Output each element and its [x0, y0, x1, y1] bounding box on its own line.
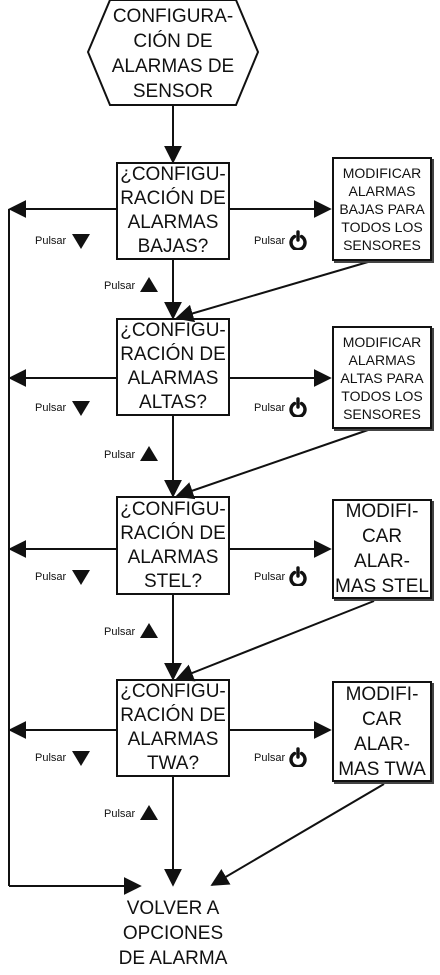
press-label: Pulsar: [35, 571, 67, 583]
up-triangle-icon: [140, 446, 158, 461]
return-action-2: [175, 429, 369, 500]
down-triangle-icon: [72, 751, 90, 766]
action-bajas: MODIFICAR ALARMAS BAJAS PARA TODOS LOS S…: [332, 157, 432, 261]
decision-bajas: ¿CONFIGU- RACIÓN DE ALARMAS BAJAS?: [116, 162, 230, 260]
power-icon: [289, 566, 307, 586]
start-node: CONFIGURA- CIÓN DE ALARMAS DE SENSOR: [111, 6, 235, 102]
decision-stel: ¿CONFIGU- RACIÓN DE ALARMAS STEL?: [116, 496, 230, 595]
decision-twa: ¿CONFIGU- RACIÓN DE ALARMAS TWA?: [116, 679, 230, 777]
up-triangle-icon: [140, 623, 158, 638]
press-label: Pulsar: [104, 280, 136, 292]
press-label: Pulsar: [254, 235, 286, 247]
press-label: Pulsar: [104, 808, 136, 820]
start-hexagon: [86, 0, 260, 106]
press-label: Pulsar: [254, 402, 286, 414]
press-label: Pulsar: [104, 449, 136, 461]
up-triangle-icon: [140, 805, 158, 820]
press-label: Pulsar: [35, 235, 67, 247]
press-label: Pulsar: [35, 752, 67, 764]
press-label: Pulsar: [35, 402, 67, 414]
power-icon: [289, 747, 307, 767]
action-twa: MODIFI- CAR ALAR- MAS TWA: [332, 681, 432, 782]
press-label: Pulsar: [104, 626, 136, 638]
power-icon: [289, 397, 307, 417]
action-stel: MODIFI- CAR ALAR- MAS STEL: [332, 499, 432, 599]
decision-altas: ¿CONFIGU- RACIÓN DE ALARMAS ALTAS?: [116, 318, 230, 416]
return-action-3: [175, 600, 375, 682]
down-triangle-icon: [72, 401, 90, 416]
down-triangle-icon: [72, 570, 90, 585]
down-triangle-icon: [72, 234, 90, 249]
press-label: Pulsar: [254, 571, 286, 583]
end-node: VOLVER A OPCIONES DE ALARMA: [118, 897, 228, 969]
return-action-4: [210, 783, 385, 886]
action-altas: MODIFICAR ALARMAS ALTAS PARA TODOS LOS S…: [332, 326, 432, 429]
return-action-1: [175, 261, 369, 323]
press-label: Pulsar: [254, 752, 286, 764]
up-triangle-icon: [140, 277, 158, 292]
power-icon: [289, 230, 307, 250]
